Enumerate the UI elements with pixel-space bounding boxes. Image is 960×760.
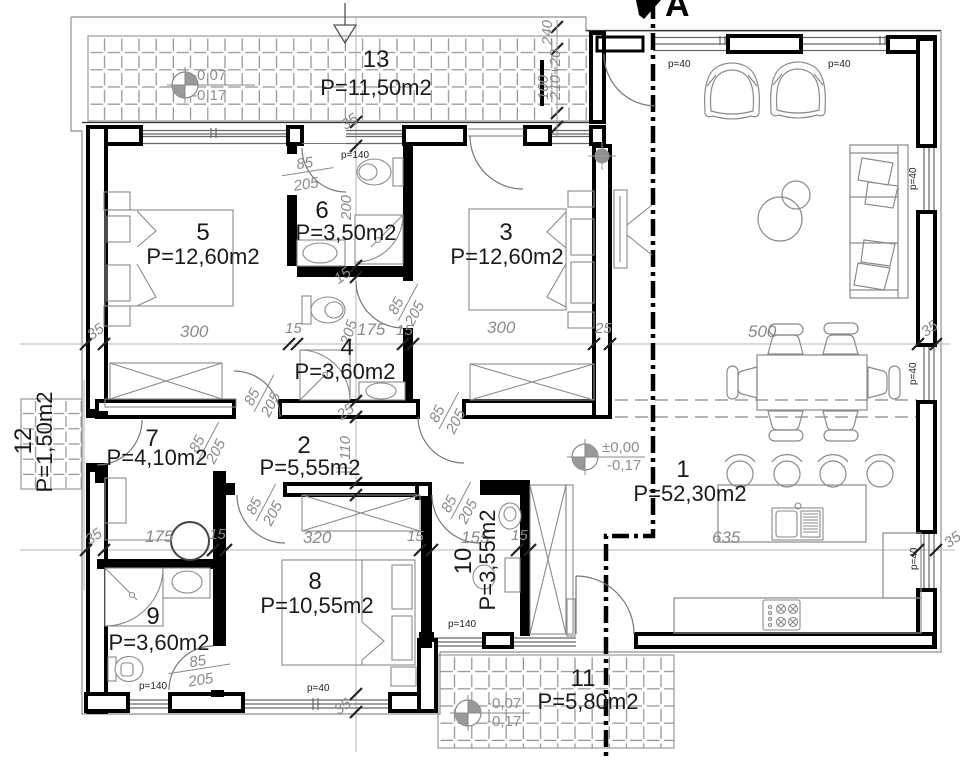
svg-text:P=12,60m2: P=12,60m2 [450,244,563,269]
svg-text:A: A [665,0,690,24]
svg-text:4: 4 [340,334,353,361]
svg-text:P=5,80m2: P=5,80m2 [538,689,639,714]
svg-text:P=5,55m2: P=5,55m2 [260,455,361,480]
svg-text:P=11,50m2: P=11,50m2 [320,75,432,100]
svg-text:635: 635 [712,528,741,547]
svg-text:110: 110 [337,435,354,460]
svg-text:P=3,60m2: P=3,60m2 [109,630,210,655]
svg-text:3: 3 [499,219,512,246]
svg-text:P=3,60m2: P=3,60m2 [295,359,396,384]
svg-text:85: 85 [385,294,408,317]
svg-text:205: 205 [291,174,320,195]
svg-text:p=140: p=140 [341,150,370,161]
svg-text:15: 15 [407,528,424,545]
svg-text:15: 15 [396,322,413,339]
svg-text:±0,00: ±0,00 [602,439,639,456]
svg-text:500: 500 [748,322,777,341]
svg-text:12: 12 [10,428,37,455]
svg-text:210+20: 210+20 [547,49,564,101]
svg-text:200: 200 [338,194,355,221]
svg-text:-0,17: -0,17 [487,713,521,730]
svg-text:11: 11 [571,665,596,692]
svg-text:p=40: p=40 [909,547,920,570]
svg-text:155: 155 [461,528,490,547]
svg-text:-0,07: -0,07 [487,695,521,712]
svg-text:85: 85 [295,154,315,174]
svg-text:85: 85 [186,432,209,455]
svg-text:85: 85 [426,402,449,425]
svg-text:P=10,55m2: P=10,55m2 [260,593,373,618]
svg-text:-0,17: -0,17 [607,457,641,474]
svg-text:P=52,30m2: P=52,30m2 [633,481,746,506]
svg-text:P=4,10m2: P=4,10m2 [107,445,208,470]
svg-text:-0,17: -0,17 [192,87,226,104]
svg-text:P=3,55m2: P=3,55m2 [475,510,500,611]
svg-text:1: 1 [676,456,689,483]
svg-text:8: 8 [308,568,321,595]
svg-text:85: 85 [188,652,208,672]
svg-text:300: 300 [487,318,516,337]
svg-text:P=12,60m2: P=12,60m2 [146,244,259,269]
svg-text:85: 85 [241,385,264,408]
svg-text:p=40: p=40 [828,59,851,70]
svg-text:175: 175 [357,320,386,339]
svg-text:205: 205 [186,670,215,691]
svg-text:240: 240 [539,19,556,46]
svg-text:2: 2 [297,432,310,459]
svg-text:6: 6 [315,197,328,224]
svg-text:175: 175 [145,527,174,546]
svg-text:p=40: p=40 [908,167,919,190]
svg-text:p=140: p=140 [448,619,477,630]
svg-text:10: 10 [450,548,477,575]
svg-text:p=40: p=40 [307,683,330,694]
svg-text:9: 9 [146,603,159,630]
svg-text:7: 7 [145,425,158,452]
svg-text:85: 85 [243,494,266,517]
svg-text:P=3,50m2: P=3,50m2 [296,220,397,245]
svg-text:15: 15 [511,527,528,544]
svg-text:100: 100 [535,74,552,100]
svg-text:5: 5 [196,219,209,246]
svg-text:15: 15 [285,320,302,337]
svg-text:p=40: p=40 [668,59,691,70]
svg-text:P=1,50m2: P=1,50m2 [32,392,57,493]
svg-text:25: 25 [594,320,612,337]
svg-text:13: 13 [363,46,390,73]
svg-text:300: 300 [180,322,209,341]
svg-text:320: 320 [303,528,332,547]
svg-text:p=140: p=140 [139,681,168,692]
svg-text:85: 85 [438,492,461,515]
svg-text:15: 15 [209,526,226,543]
svg-text:35: 35 [941,528,960,552]
svg-text:p=40: p=40 [908,362,919,385]
svg-text:-0,07: -0,07 [192,67,226,84]
